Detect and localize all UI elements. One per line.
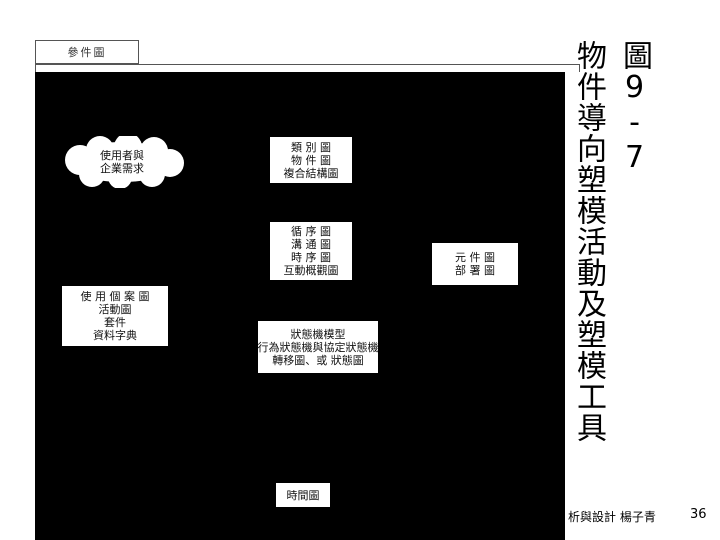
behavior-protocol-label: 行為狀態機與協定狀態機 (257, 340, 379, 354)
user-requirements-cloud: 使用者與 企業需求 (58, 136, 186, 188)
class-diagram-label: 類 別 圖 (291, 140, 331, 154)
data-dictionary-label: 資料字典 (93, 329, 137, 342)
state-machine-box: 狀態機模型 行為狀態機與協定狀態機 轉移圖、或 狀態圖 (257, 321, 379, 373)
timing-box: 時間圖 (276, 483, 330, 507)
structure-diagrams-box: 類 別 圖 物 件 圖 複合結構圖 (270, 137, 352, 183)
cloud-line-1: 使用者與 (100, 149, 144, 162)
figure-number: 圖9-7 (617, 40, 652, 175)
cloud-line-2: 企業需求 (100, 162, 144, 175)
timing-diagram-label: 時 序 圖 (291, 251, 331, 264)
interaction-overview-label: 互動概觀圖 (283, 264, 339, 277)
composite-structure-label: 複合結構圖 (283, 166, 339, 180)
cloud-shape (65, 136, 184, 188)
object-diagram-label: 物 件 圖 (291, 153, 331, 167)
use-case-box: 使 用 個 案 圖 活動圖 套件 資料字典 (62, 286, 168, 346)
use-case-diagram-label: 使 用 個 案 圖 (80, 290, 150, 303)
deployment-diagram-label: 部 署 圖 (455, 264, 495, 277)
footer-text: 析與設計 楊子青 (568, 510, 656, 524)
figure-title: 物件導向塑模活動及塑模工具 (571, 40, 606, 443)
sequence-diagram-label: 循 序 圖 (291, 225, 331, 238)
activity-diagram-label: 活動圖 (98, 303, 132, 316)
state-machine-model-label: 狀態機模型 (290, 327, 346, 341)
interaction-diagrams-box: 循 序 圖 溝 通 圖 時 序 圖 互動概觀圖 (270, 222, 352, 280)
transition-state-label: 轉移圖、或 狀態圖 (272, 353, 364, 367)
implementation-diagrams-box: 元 件 圖 部 署 圖 (432, 243, 518, 285)
timing-label: 時間圖 (286, 488, 320, 502)
communication-diagram-label: 溝 通 圖 (291, 238, 331, 251)
page-number: 36 (690, 507, 707, 522)
frame-border (35, 64, 580, 72)
component-diagram-label: 元 件 圖 (455, 251, 495, 264)
package-label: 套件 (104, 316, 126, 329)
diagram-tag: 參件圖 (35, 40, 139, 64)
